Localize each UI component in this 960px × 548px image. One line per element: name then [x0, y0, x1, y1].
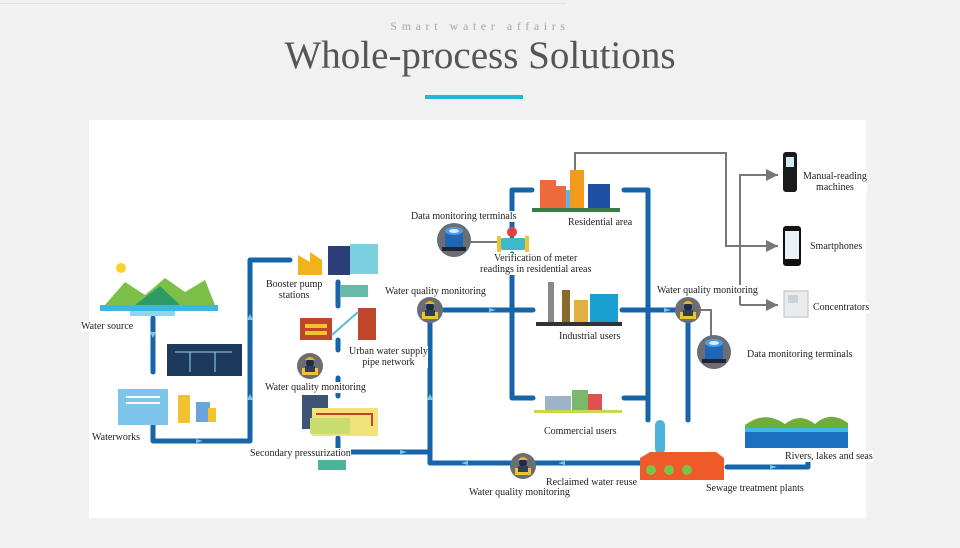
data-terminal-top-icon	[437, 223, 471, 257]
commercial-icon	[534, 390, 622, 413]
wq-monitor-left-icon	[297, 353, 323, 379]
page-title: Whole-process Solutions	[284, 34, 676, 77]
label-waterworks: Waterworks	[92, 432, 141, 443]
label-wq-bottom: Water quality monitoring	[469, 487, 570, 498]
rivers-icon	[745, 416, 848, 448]
pipe-left-vertical-lower	[509, 251, 536, 401]
label-meter-verification: Verification of meter readings in reside…	[480, 253, 592, 275]
signal-lines	[470, 152, 778, 340]
label-data-terminals-right: Data monitoring terminals	[747, 349, 853, 360]
booster-pump-icon	[298, 244, 378, 297]
pipe-works-to-booster	[150, 257, 293, 444]
concentrator-icon	[783, 290, 809, 318]
flow-arrows	[150, 308, 777, 469]
label-reclaimed: Reclaimed water reuse	[546, 477, 638, 488]
title-accent-bar	[425, 95, 523, 99]
urban-network-icon	[300, 308, 376, 340]
manual-reading-device-icon	[783, 152, 797, 192]
label-wq-center: Water quality monitoring	[385, 286, 486, 297]
label-smartphones: Smartphones	[810, 241, 863, 252]
label-concentrators: Concentrators	[813, 302, 870, 313]
waterworks-icon	[118, 344, 242, 425]
sewage-plant-icon	[640, 420, 724, 480]
wq-monitor-right-icon	[675, 297, 701, 323]
label-booster-pump: Booster pump stations	[266, 279, 323, 301]
label-manual-reading: Manual-reading machines	[803, 171, 867, 193]
diagram-panel	[89, 120, 866, 518]
label-water-source: Water source	[81, 321, 134, 332]
wq-monitor-center-icon	[417, 297, 443, 323]
industrial-icon	[536, 282, 622, 326]
top-divider	[0, 3, 566, 4]
residential-icon	[532, 170, 620, 212]
water-pipes	[150, 187, 811, 470]
data-terminal-right-icon	[697, 335, 731, 369]
wq-monitor-bottom-icon	[510, 453, 536, 479]
label-industrial: Industrial users	[559, 331, 621, 342]
label-urban-network: Urban water supply pipe network	[349, 346, 428, 368]
label-data-terminals-top: Data monitoring terminals	[411, 211, 517, 222]
water-source-icon	[100, 263, 218, 316]
page-subtitle: Smart water affairs	[390, 19, 570, 33]
label-wq-left: Water quality monitoring	[265, 382, 366, 393]
valve-icon	[497, 227, 529, 252]
label-wq-right: Water quality monitoring	[657, 285, 758, 296]
label-secondary-pressurization: Secondary pressurization	[250, 448, 351, 459]
label-rivers: Rivers, lakes and seas	[785, 451, 873, 462]
label-commercial: Commercial users	[544, 426, 617, 437]
smartphone-icon	[783, 226, 801, 266]
pipe-residential-out	[621, 187, 651, 423]
label-sewage: Sewage treatment plants	[706, 483, 804, 494]
pipe-reclaimed-left	[427, 449, 514, 466]
secondary-pressurization-icon	[302, 395, 378, 470]
label-residential: Residential area	[568, 217, 633, 228]
